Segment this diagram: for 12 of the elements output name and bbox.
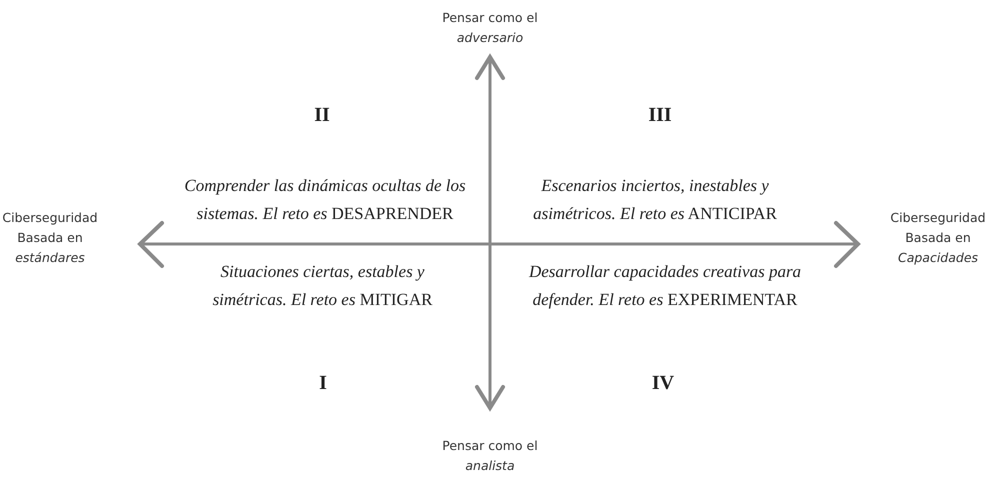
quadrant-numeral: I bbox=[318, 371, 328, 396]
quadrant-numeral: II bbox=[313, 103, 331, 128]
axis-pole-label: Pensar como el adversario bbox=[441, 9, 539, 47]
axis-pole-label: Ciberseguridad Basada en Capacidades bbox=[890, 209, 986, 267]
quadrant-numeral: III bbox=[647, 103, 673, 128]
quadrant-description: Comprender las dinámicas ocultas de los sistemas. El reto es DESAPRENDER bbox=[183, 175, 467, 225]
quadrant-description: Situaciones ciertas, estables y simétricas. El reto es MITIGAR bbox=[212, 261, 434, 311]
axis-pole-label: Pensar como el analista bbox=[441, 437, 539, 475]
quadrant-description: Escenarios inciertos, inestables y asimétricos. El reto es ANTICIPAR bbox=[532, 175, 778, 225]
quadrant-description: Desarrollar capacidades creativas para defender. El reto es EXPERIMENTAR bbox=[528, 261, 802, 311]
quadrant-numeral: IV bbox=[650, 371, 676, 396]
axis-pole-label: Ciberseguridad Basada en estándares bbox=[2, 209, 98, 267]
